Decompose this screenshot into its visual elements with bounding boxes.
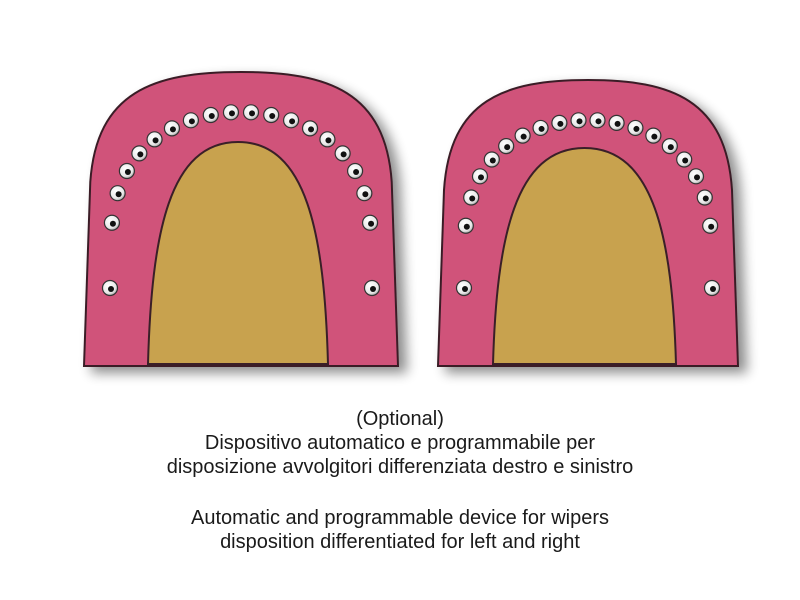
- caption-en-line-1: Automatic and programmable device for wi…: [191, 507, 609, 529]
- wiper-hole: [118, 162, 135, 180]
- device-left-core: [146, 140, 330, 365]
- caption-optional: (Optional): [356, 408, 444, 430]
- wiper-hole: [163, 120, 181, 137]
- wiper-hole: [532, 119, 549, 137]
- wiper-hole: [101, 279, 119, 297]
- wiper-hole: [687, 168, 705, 185]
- wiper-hole: [463, 189, 480, 206]
- wiper-hole: [334, 145, 351, 162]
- wiper-hole: [483, 151, 500, 168]
- wiper-hole: [702, 217, 719, 234]
- wiper-hole: [696, 189, 713, 206]
- wiper-hole: [514, 127, 531, 144]
- wiper-hole: [361, 214, 379, 231]
- wiper-hole: [319, 131, 336, 148]
- caption-english: Automatic and programmable device for wi…: [0, 506, 800, 554]
- wiper-hole: [103, 214, 121, 231]
- wiper-hole: [676, 151, 693, 168]
- wiper-hole: [457, 217, 474, 234]
- wiper-hole: [263, 106, 280, 124]
- wiper-hole: [202, 106, 219, 124]
- wiper-hole: [661, 137, 678, 155]
- wiper-hole: [703, 279, 721, 297]
- wiper-hole: [222, 104, 240, 121]
- device-right-core: [491, 146, 678, 365]
- wiper-hole: [109, 185, 126, 202]
- wiper-hole: [347, 162, 364, 180]
- device-illustration: [82, 70, 740, 367]
- caption-italian: (Optional) Dispositivo automatico e prog…: [0, 407, 800, 479]
- wiper-hole: [627, 119, 644, 137]
- wiper-hole: [471, 168, 489, 185]
- wiper-hole: [645, 127, 662, 144]
- caption-en-line-2: disposition differentiated for left and …: [220, 531, 580, 553]
- wiper-hole: [242, 104, 260, 121]
- wiper-hole: [363, 279, 381, 297]
- caption-it-line-2: disposizione avvolgitori differenziata d…: [166, 456, 634, 478]
- wiper-hole: [608, 114, 625, 131]
- wiper-hole: [131, 145, 148, 162]
- caption-it-line-1: Dispositivo automatico e programmabile p…: [204, 432, 596, 454]
- wiper-hole: [589, 112, 606, 129]
- device-left: [82, 70, 400, 367]
- wiper-hole: [570, 112, 587, 129]
- wiper-hole: [301, 120, 319, 137]
- wiper-hole: [498, 137, 515, 155]
- wiper-hole: [182, 112, 199, 129]
- wiper-hole: [283, 112, 300, 129]
- wiper-hole: [455, 279, 473, 297]
- wiper-hole: [356, 185, 373, 202]
- wiper-hole: [551, 114, 568, 131]
- device-right: [436, 78, 740, 367]
- wiper-hole: [146, 131, 163, 148]
